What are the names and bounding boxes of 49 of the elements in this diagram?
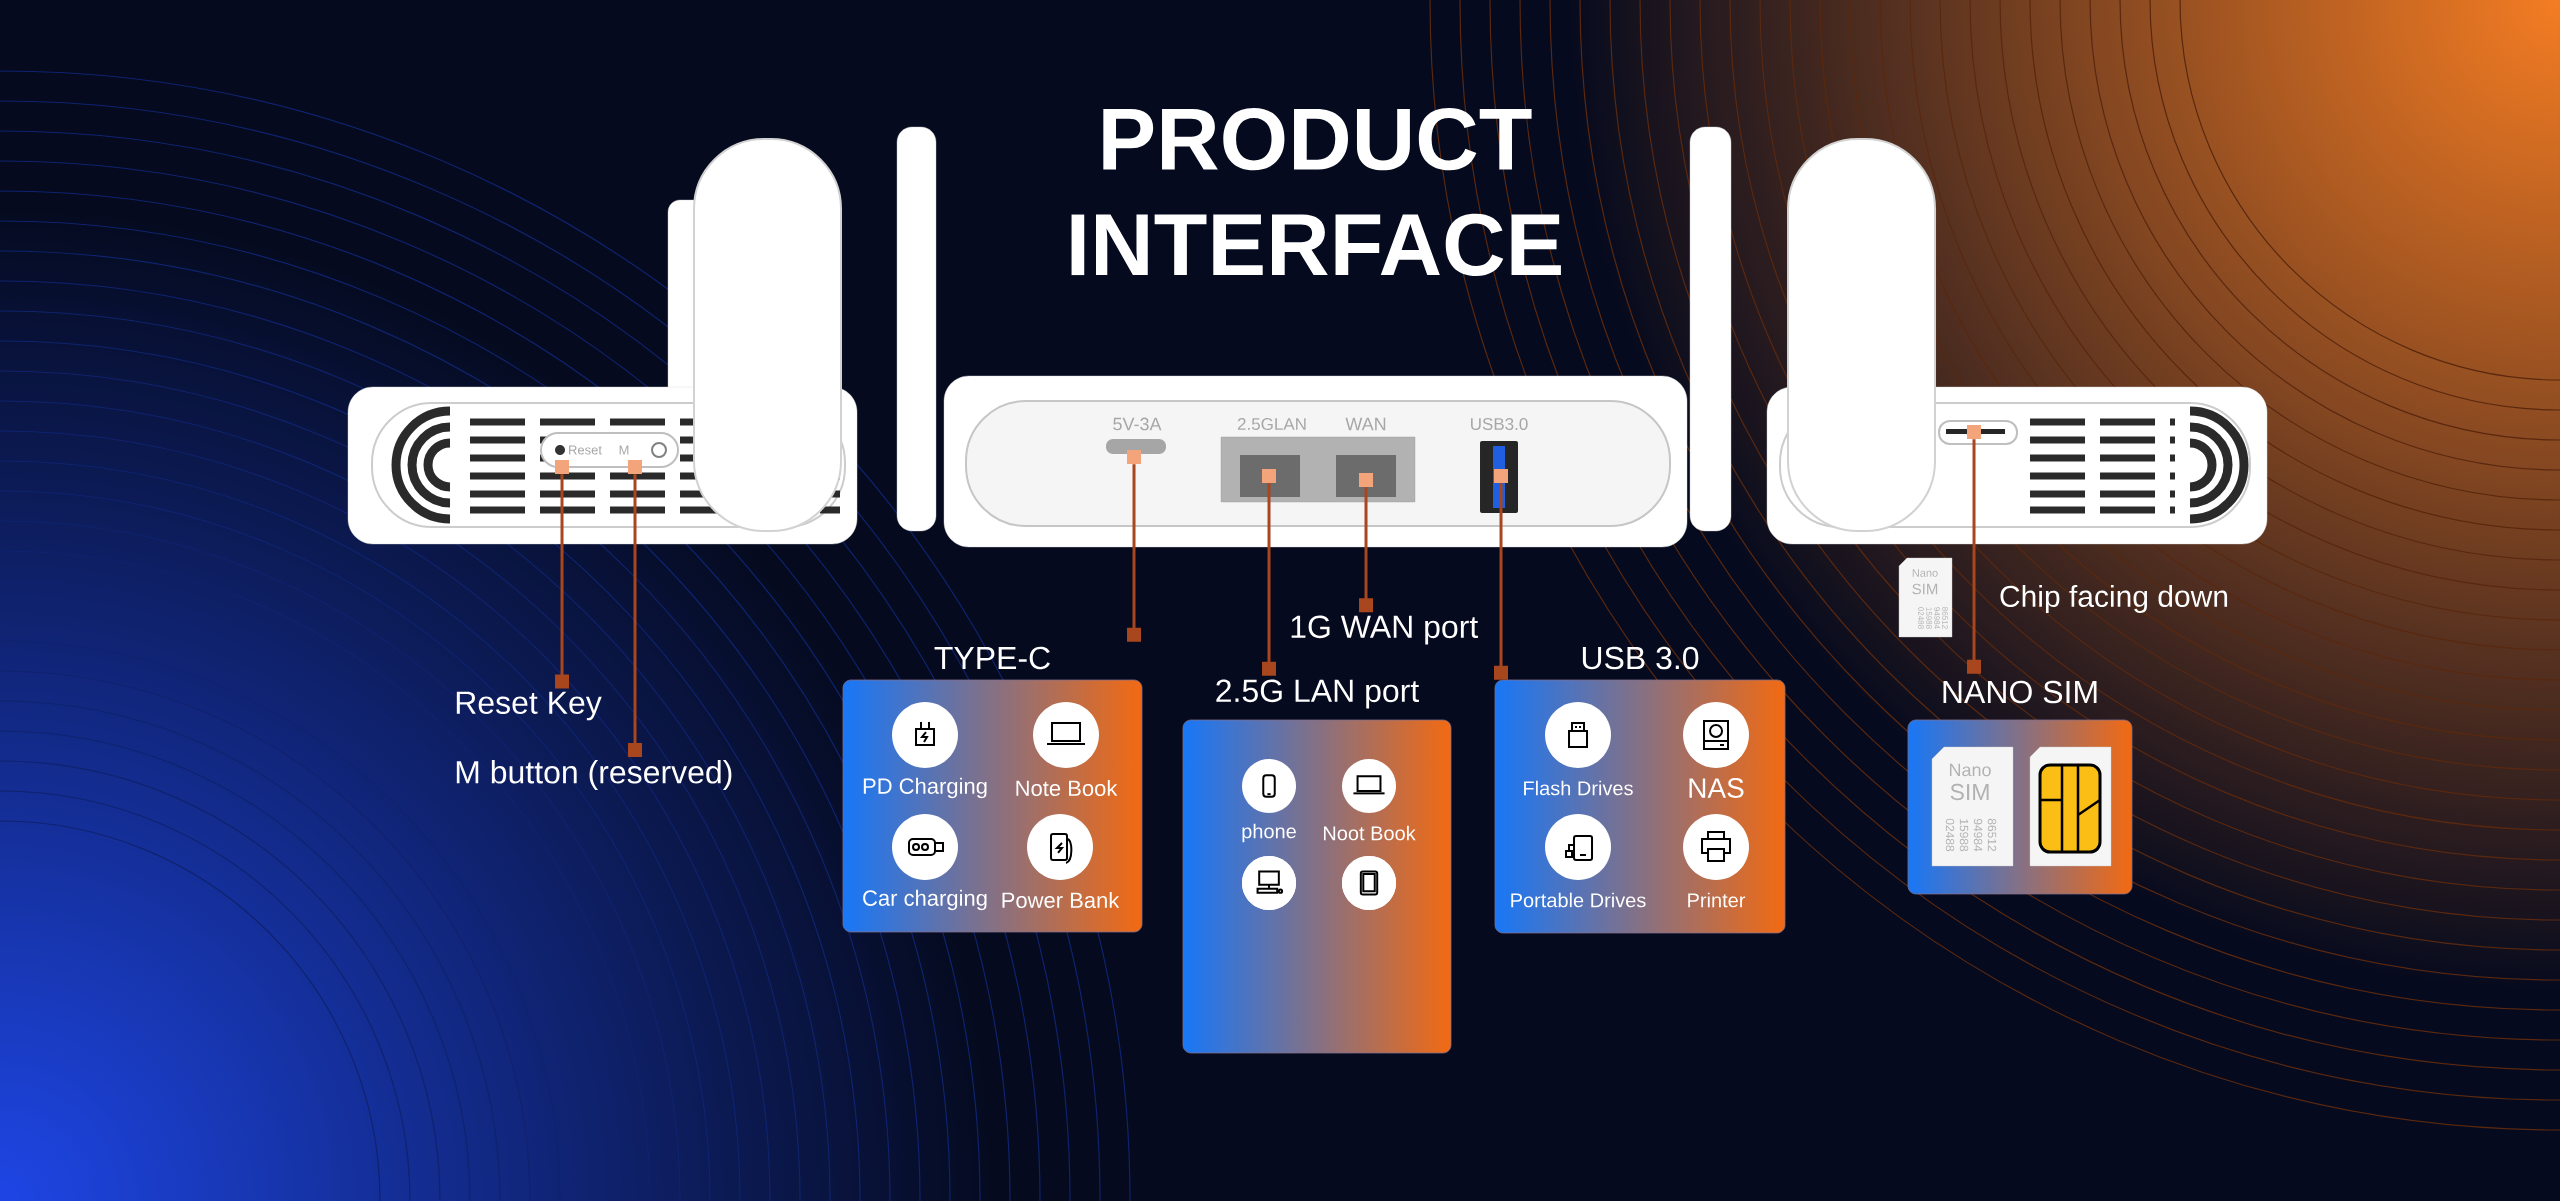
leader-line (1359, 487, 1373, 613)
icon-caption: NAS (1689, 778, 1744, 798)
icon-caption: Car charging (863, 889, 987, 911)
port-marker (1359, 473, 1373, 487)
desktop-computer-icon (1242, 856, 1296, 910)
card-text: SIM (1950, 783, 1989, 801)
panel-heading: TYPE-C (934, 646, 1050, 670)
card-text: 02488 (1945, 818, 1955, 852)
icon-caption: Printer (1688, 892, 1746, 908)
note-text: Chip facing down (2000, 585, 2228, 613)
port-label: 5V-3A (1113, 417, 1162, 431)
port-name: Reset Key (456, 691, 602, 721)
port-marker (1967, 425, 1981, 439)
panel-heading: USB 3.0 (1582, 646, 1699, 670)
card-text: Nano (1912, 569, 1938, 577)
leader-line (1967, 439, 1981, 674)
icon-caption: Portable Drives (1511, 892, 1646, 908)
port-label: USB3.0 (1471, 418, 1528, 430)
leader-line (1262, 483, 1276, 676)
icon-caption: phone (1242, 823, 1296, 843)
port-label: M (619, 445, 629, 455)
icon-caption: Power Bank (1002, 891, 1120, 909)
port-marker (555, 460, 569, 474)
icon-caption: PD Charging (863, 777, 987, 799)
panel-heading: NANO SIM (1943, 680, 2097, 704)
card-text: 15988 (1959, 819, 1969, 852)
card-text: SIM (1912, 583, 1938, 595)
port-label: 2.5GLAN (1237, 418, 1306, 430)
port-label: WAN (1345, 417, 1386, 431)
leader-line (555, 474, 569, 689)
port-marker (628, 460, 642, 474)
icon-caption: Noot Book (1323, 825, 1416, 841)
title: PRODUCT INTERFACE (1071, 108, 1561, 276)
tablet-icon (1342, 856, 1396, 910)
port-marker (1494, 469, 1508, 483)
card-text: 94984 (1934, 607, 1940, 629)
icon-caption: Note Book (1016, 779, 1118, 797)
port-label: Reset (569, 445, 602, 455)
port-marker (1127, 450, 1141, 464)
card-text: 86512 (1987, 818, 1997, 852)
port-name: M button (reserved) (456, 760, 732, 790)
leader-line (1494, 483, 1508, 680)
panel-heading: 2.5G LAN port (1216, 679, 1419, 709)
card-text: 94984 (1973, 818, 1983, 852)
icon-caption: Flash Drives (1524, 780, 1633, 796)
leader-line (628, 474, 642, 757)
port-marker (1262, 469, 1276, 483)
port-name: 1G WAN port (1291, 615, 1479, 645)
card-text: Nano (1949, 763, 1991, 777)
